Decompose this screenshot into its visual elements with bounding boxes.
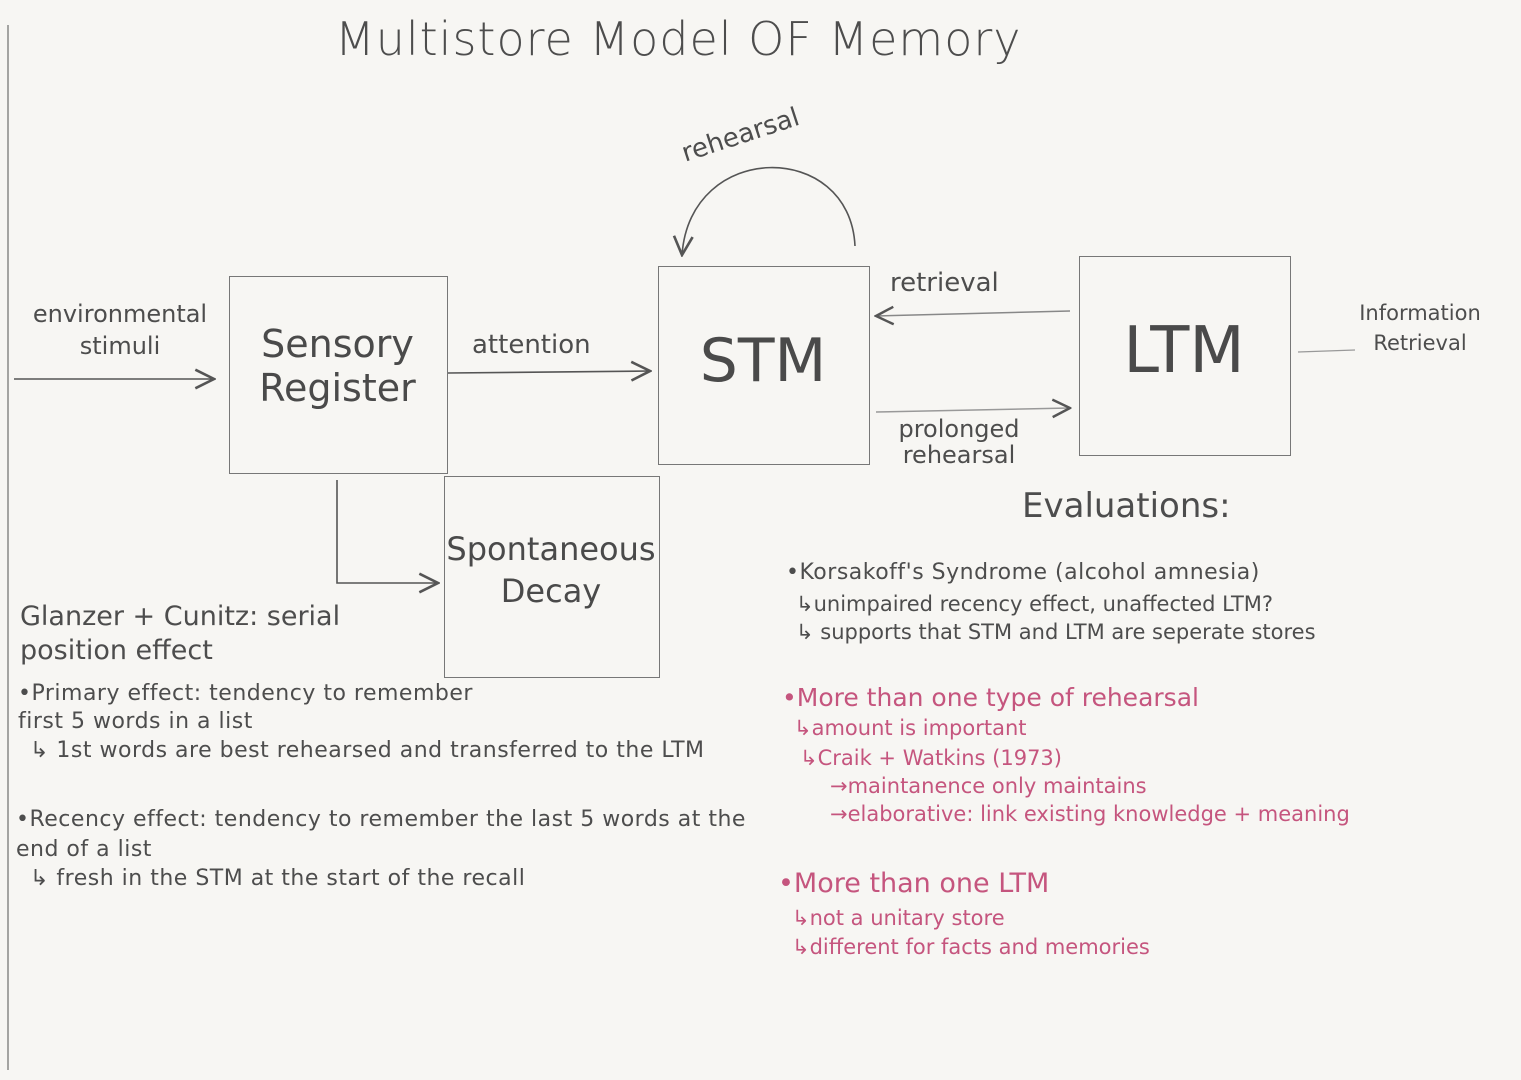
eval-korsakoff-sub2: ↳ supports that STM and LTM are seperate… bbox=[796, 620, 1316, 644]
recency-effect-sub: ↳ fresh in the STM at the start of the r… bbox=[30, 866, 526, 891]
edge-prolonged bbox=[875, 408, 1070, 412]
eval-ltm-sub2: ↳different for facts and memories bbox=[792, 935, 1150, 959]
edge-label-output: Information Retrieval bbox=[1359, 301, 1481, 355]
recency-effect-note: •Recency effect: tendency to remember th… bbox=[16, 807, 746, 862]
spontaneous-decay-box bbox=[444, 476, 660, 678]
spontaneous-decay-label: Spontaneous Decay bbox=[446, 530, 656, 610]
ltm-label: LTM bbox=[1123, 314, 1245, 388]
eval-rehearsal-sub2: ↳Craik + Watkins (1973) bbox=[800, 746, 1062, 770]
page-title: Multistore Model OF Memory bbox=[335, 12, 1022, 66]
edge-attention bbox=[447, 371, 650, 373]
sensory-register-label: Sensory Register bbox=[259, 322, 416, 410]
edge-retrieval bbox=[876, 311, 1071, 316]
sensory-register-box bbox=[229, 276, 448, 474]
stm-box bbox=[658, 266, 870, 465]
eval-rehearsal-sub4: →elaborative: link existing knowledge + … bbox=[830, 802, 1350, 826]
edge-output bbox=[1297, 349, 1356, 353]
eval-rehearsal-sub1: ↳amount is important bbox=[794, 716, 1027, 740]
eval-korsakoff-sub1: ↳unimpaired recency effect, unaffected L… bbox=[796, 592, 1274, 616]
edge-label-attention: attention bbox=[472, 330, 591, 360]
evaluations-heading: Evaluations: bbox=[1022, 486, 1231, 526]
primary-effect-sub: ↳ 1st words are best rehearsed and trans… bbox=[30, 738, 705, 763]
primary-effect-note: •Primary effect: tendency to remember fi… bbox=[18, 681, 473, 734]
edge-decay bbox=[336, 480, 438, 583]
stm-label: STM bbox=[699, 326, 827, 396]
eval-rehearsal-sub3: →maintanence only maintains bbox=[830, 774, 1147, 798]
edge-rehearsal-loop bbox=[682, 166, 856, 255]
eval-korsakoff: •Korsakoff's Syndrome (alcohol amnesia) bbox=[786, 560, 1260, 585]
ltm-box bbox=[1079, 256, 1291, 456]
eval-rehearsal: •More than one type of rehearsal bbox=[782, 683, 1199, 712]
serial-position-heading: Glanzer + Cunitz: serial position effect bbox=[20, 601, 341, 666]
eval-ltm: •More than one LTM bbox=[778, 868, 1050, 899]
edge-label-input: environmental stimuli bbox=[32, 300, 208, 360]
eval-ltm-sub1: ↳not a unitary store bbox=[792, 906, 1005, 930]
edge-label-prolonged: prolonged rehearsal bbox=[898, 415, 1020, 469]
edge-label-retrieval: retrieval bbox=[890, 268, 999, 298]
